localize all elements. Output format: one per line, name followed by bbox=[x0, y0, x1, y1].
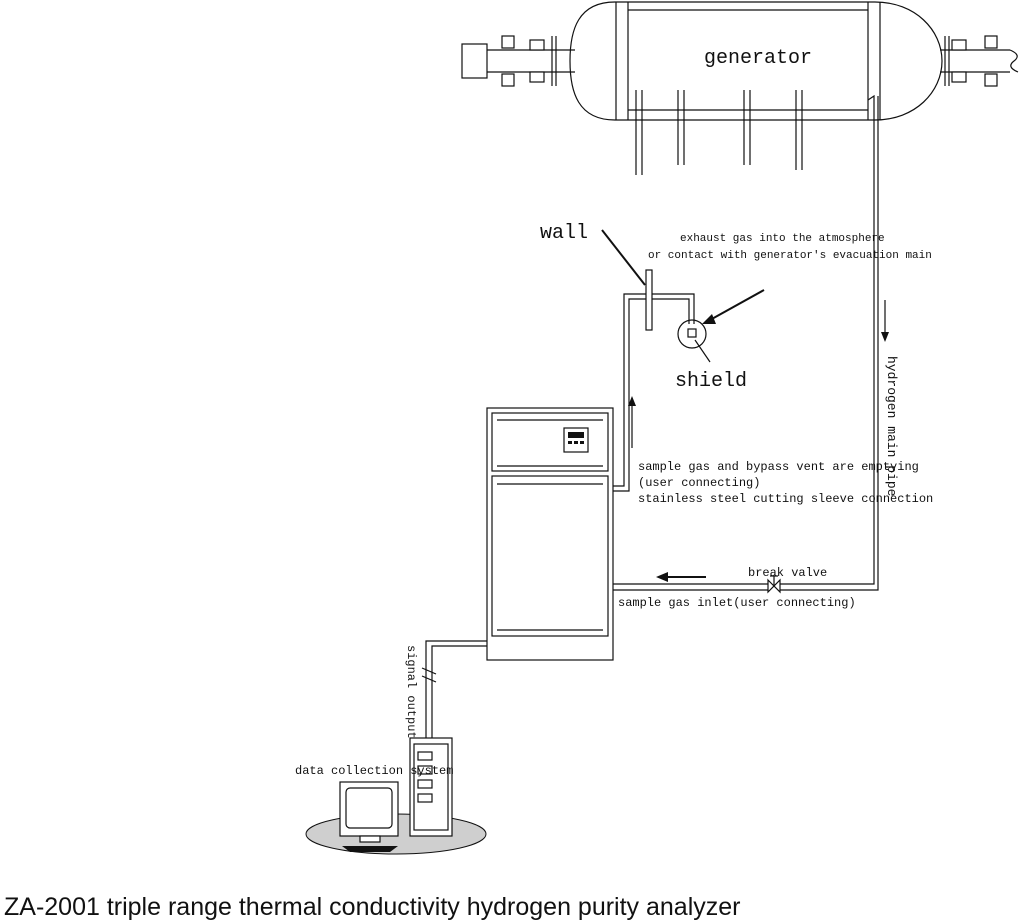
exhaust-pointer-arrow bbox=[709, 289, 765, 321]
inlet-arrow-head bbox=[656, 572, 668, 582]
generator-label: generator bbox=[704, 47, 812, 70]
generator-unit: generator bbox=[461, 1, 1019, 175]
wall: wall bbox=[540, 222, 653, 331]
vent-pipe bbox=[612, 293, 695, 492]
analyzer-cabinet bbox=[486, 407, 614, 661]
wall-pointer-arrow bbox=[601, 229, 646, 286]
generator-shaft-left bbox=[461, 35, 575, 87]
shield: shield bbox=[675, 289, 765, 393]
vent-label-line3: stainless steel cutting sleeve connectio… bbox=[638, 492, 933, 506]
data-collection-label: data collection system bbox=[295, 764, 453, 778]
shield-leader-line bbox=[694, 339, 711, 363]
data-collection-system: data collection system bbox=[295, 737, 487, 855]
signal-output-label: signal output bbox=[404, 645, 418, 739]
wall-label: wall bbox=[540, 222, 588, 245]
main-pipe-arrow-head bbox=[881, 332, 889, 342]
shield-label: shield bbox=[675, 370, 747, 393]
generator-shaft-right bbox=[940, 35, 1019, 87]
analyzer-top-panel bbox=[491, 412, 609, 472]
keyboard bbox=[342, 846, 398, 852]
vent-label-line2: (user connecting) bbox=[638, 476, 760, 490]
analyzer-lower-door bbox=[491, 475, 609, 637]
break-valve: break valve bbox=[748, 566, 827, 594]
sample-inlet-pipe: sample gas inlet(user connecting) bbox=[612, 572, 856, 610]
diagram-caption: ZA-2001 triple range thermal conductivit… bbox=[4, 893, 741, 921]
generator-body bbox=[569, 1, 943, 121]
sample-inlet-label: sample gas inlet(user connecting) bbox=[618, 596, 856, 610]
analyzer-display-screen bbox=[563, 427, 589, 453]
hydrogen-main-pipe: hydrogen main pipe bbox=[780, 94, 899, 591]
vent-label-line1: sample gas and bypass vent are emptying bbox=[638, 460, 919, 474]
exhaust-label-line1: exhaust gas into the atmosphere bbox=[680, 233, 885, 245]
exhaust-label-line2: or contact with generator's evacuation m… bbox=[648, 250, 932, 262]
exhaust-arrow-head bbox=[702, 314, 716, 324]
hydrogen-main-pipe-label: hydrogen main pipe bbox=[884, 356, 899, 496]
signal-output-cable: signal output bbox=[404, 640, 487, 739]
generator-supports bbox=[635, 90, 803, 175]
vent-arrow-head bbox=[628, 396, 636, 406]
break-valve-label: break valve bbox=[748, 566, 827, 580]
computer-monitor bbox=[339, 781, 399, 837]
